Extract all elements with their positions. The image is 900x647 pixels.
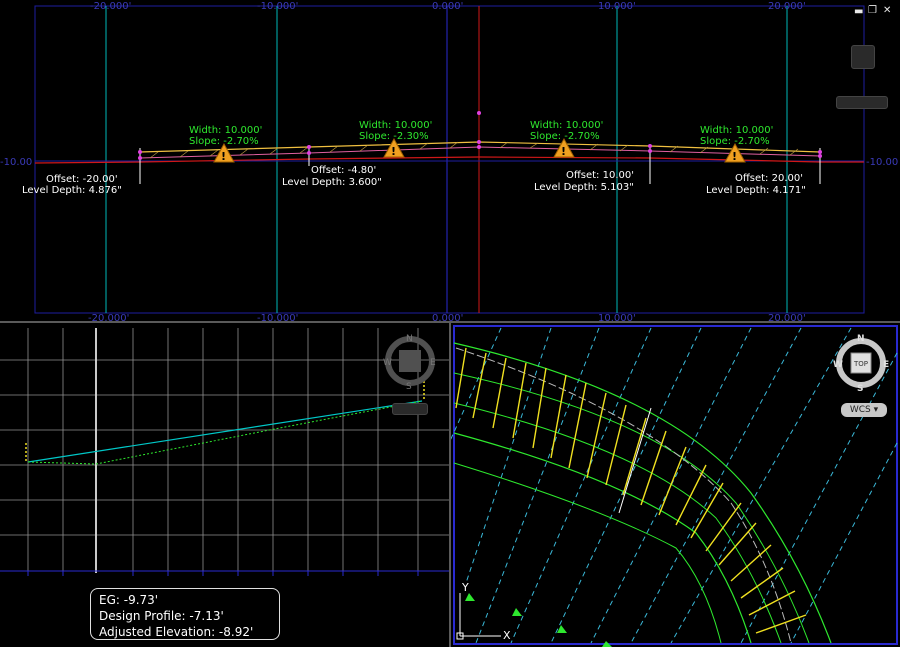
ucs-y-label: Y	[461, 581, 469, 594]
tooltip-design-profile: Design Profile: -7.13'	[99, 609, 224, 623]
profile-grid	[0, 328, 449, 573]
axis-label-bottom: 0.000'	[432, 313, 463, 321]
corridor-edge	[453, 372, 810, 644]
level-depth-label: Level Depth: 3.600"	[282, 177, 382, 188]
compass-north[interactable]: N	[857, 334, 865, 344]
sample-lines	[451, 327, 898, 644]
sample-line-markers	[465, 593, 612, 647]
pavement-hatch	[149, 141, 799, 159]
viewcube[interactable]: N S W E	[383, 334, 436, 392]
axis-label-top: -20.000'	[90, 1, 131, 12]
corridor-edge	[453, 402, 782, 644]
axis-label-bottom: 10.000'	[598, 313, 636, 321]
viewport-divider-vertical[interactable]	[449, 323, 451, 647]
corridor-edge	[453, 432, 752, 644]
offset-label: Offset: 20.00'	[735, 173, 803, 184]
wcs-menu-ghost[interactable]	[392, 403, 428, 415]
offset-label: Offset: 10.00'	[566, 170, 634, 181]
alignment-centerline	[455, 347, 792, 644]
plan-viewport[interactable]: Y X TOP N S W E WCS ▾	[451, 323, 900, 647]
corridor-edge	[453, 342, 832, 644]
elevation-tooltip: EG: -9.73' Design Profile: -7.13' Adjust…	[90, 588, 280, 640]
grip-points[interactable]	[138, 111, 822, 160]
segment-slope-label: Slope: -2.70%	[530, 131, 600, 142]
minimize-icon[interactable]: ▬	[854, 6, 864, 17]
existing-ground-profile[interactable]	[27, 400, 423, 465]
warning-icon[interactable]: !	[553, 137, 575, 158]
viewcube[interactable]: TOP N S W E	[833, 334, 889, 394]
plan-active-frame	[453, 325, 898, 645]
svg-text:!: !	[732, 150, 737, 163]
corridor-frequency-lines	[455, 347, 807, 634]
axis-label-top: 10.000'	[598, 1, 636, 12]
svg-text:!: !	[391, 145, 396, 158]
compass-south[interactable]: S	[857, 384, 863, 394]
axis-label-top: 20.000'	[768, 1, 806, 12]
warning-icon[interactable]: !	[213, 142, 235, 163]
elevation-label-right: -10.00	[866, 157, 898, 168]
svg-text:!: !	[221, 150, 226, 163]
restore-icon[interactable]: ❐	[868, 5, 877, 16]
segment-width-label: Width: 10.000'	[359, 120, 432, 131]
viewport-divider-horizontal[interactable]	[0, 321, 900, 323]
offset-label: Offset: -4.80'	[311, 165, 376, 176]
compass-north: N	[406, 334, 413, 344]
section-view-canvas[interactable]: -20.000' -10.000' 0.000' 10.000' 20.000'…	[0, 0, 900, 321]
design-profile-line[interactable]	[27, 400, 423, 463]
compass-west[interactable]: W	[833, 360, 843, 370]
wcs-dropdown[interactable]: WCS ▾	[841, 403, 887, 417]
profile-ticks	[27, 571, 419, 576]
axis-label-top: 0.000'	[432, 1, 463, 12]
offset-label: Offset: -20.00'	[46, 174, 118, 185]
svg-text:!: !	[561, 145, 566, 158]
section-viewport[interactable]: -20.000' -10.000' 0.000' 10.000' 20.000'…	[0, 0, 900, 321]
corridor-edge	[453, 462, 722, 644]
profile-view-canvas[interactable]: N S W E	[0, 323, 449, 647]
segment-slope-label: Slope: -2.70%	[700, 136, 770, 147]
ucs-menu-ghost[interactable]	[836, 96, 888, 109]
axis-label-bottom: -10.000'	[257, 313, 298, 321]
ucs-x-label: X	[503, 629, 511, 642]
viewcube-ghost[interactable]	[851, 45, 875, 69]
ucs-icon: Y X	[456, 581, 511, 642]
tooltip-adjusted-elevation: Adjusted Elevation: -8.92'	[99, 625, 254, 639]
level-depth-label: Level Depth: 4.876"	[22, 185, 122, 196]
elevation-label-left: -10.00	[0, 157, 32, 168]
close-icon[interactable]: ✕	[883, 5, 892, 16]
segment-slope-label: Slope: -2.30%	[359, 131, 429, 142]
level-depth-label: Level Depth: 5.103"	[534, 182, 634, 193]
wcs-label: WCS	[849, 405, 871, 415]
axis-label-bottom: -20.000'	[88, 313, 129, 321]
compass-west: W	[383, 358, 392, 368]
segment-width-label: Width: 10.000'	[530, 120, 603, 131]
axis-label-top: -10.000'	[257, 1, 298, 12]
segment-width-label: Width: 10.000'	[189, 125, 262, 136]
segment-slope-label: Slope: -2.70%	[189, 136, 259, 147]
compass-east: E	[430, 358, 436, 368]
tooltip-eg: EG: -9.73'	[99, 593, 159, 607]
section-frame	[34, 5, 865, 314]
segment-width-label: Width: 10.000'	[700, 125, 773, 136]
warning-icon[interactable]: !	[724, 142, 746, 163]
level-depth-label: Level Depth: 4.171"	[706, 185, 806, 196]
axis-label-bottom: 20.000'	[768, 313, 806, 321]
warning-icon[interactable]: !	[383, 137, 405, 158]
compass-east[interactable]: E	[883, 360, 889, 370]
selected-sample-line[interactable]	[618, 407, 652, 514]
viewcube-top-label[interactable]: TOP	[853, 360, 868, 368]
compass-south: S	[406, 382, 412, 392]
plan-view-canvas[interactable]: Y X TOP N S W E	[451, 323, 900, 647]
